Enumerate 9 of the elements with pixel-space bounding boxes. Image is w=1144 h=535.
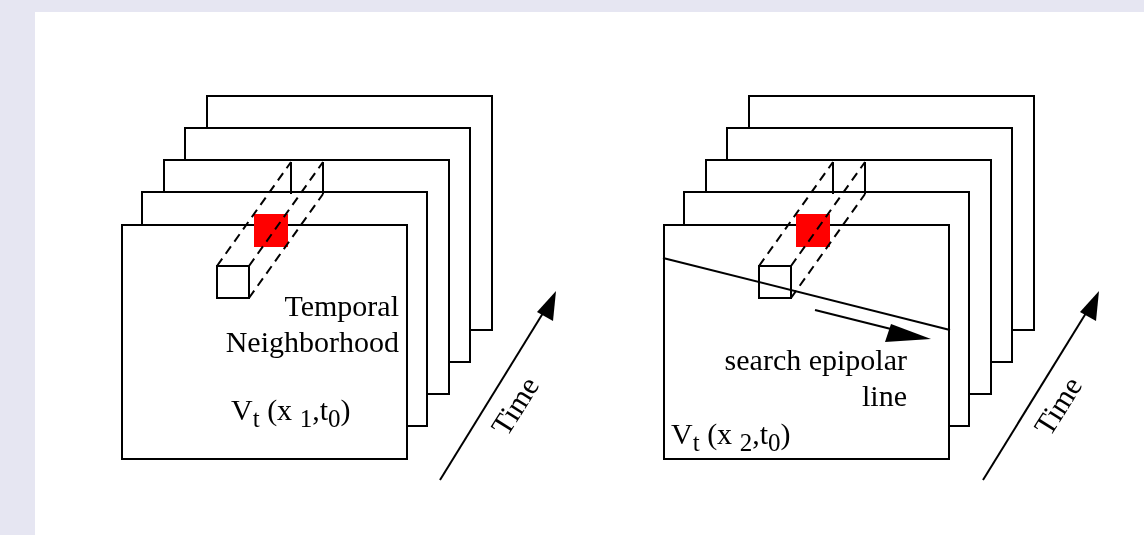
formula-label: V$_{t}$ (x $_{2}$,t$_{0}$)	[671, 416, 792, 458]
image-frame	[747, 95, 1035, 331]
formula-label: V$_{t}$ (x $_{1}$,t$_{0}$)	[231, 392, 352, 434]
image-frame	[162, 159, 450, 395]
frame-caption: search epipolar line	[723, 342, 907, 414]
frame-caption: Temporal Neighborhood	[224, 288, 399, 360]
image-frame	[141, 191, 429, 427]
image-frame	[205, 95, 493, 331]
image-frame	[184, 127, 472, 363]
